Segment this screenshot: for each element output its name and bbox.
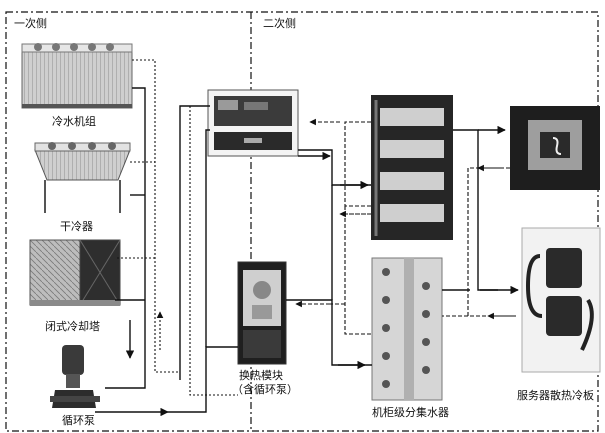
region-label-secondary: 二次侧 bbox=[263, 17, 296, 30]
server-rack-image bbox=[371, 95, 453, 240]
manifold-image bbox=[372, 258, 442, 400]
label-manifold: 机柜级分集水器 bbox=[372, 406, 449, 419]
region-label-primary: 一次侧 bbox=[14, 17, 47, 30]
heat-exchanger-top-image bbox=[208, 90, 298, 156]
label-dry-cooler: 干冷器 bbox=[60, 220, 93, 233]
label-cold-plate: 服务器散热冷板 bbox=[517, 389, 594, 402]
label-chiller: 冷水机组 bbox=[52, 115, 96, 128]
closed-tower-image bbox=[30, 240, 120, 306]
cold-plate-image bbox=[522, 228, 600, 372]
chiller-image bbox=[22, 43, 132, 108]
heat-exchanger-cabinet-image bbox=[238, 262, 286, 364]
label-pump: 循环泵 bbox=[62, 414, 95, 427]
dry-cooler-image bbox=[35, 142, 130, 213]
label-closed-tower: 闭式冷却塔 bbox=[45, 320, 100, 333]
pump-image bbox=[50, 345, 100, 408]
server-board-image bbox=[510, 106, 600, 190]
label-heat-exchanger-line2: （含循环泵） bbox=[232, 383, 298, 396]
label-heat-exchanger-line1: 换热模块 bbox=[239, 369, 283, 382]
